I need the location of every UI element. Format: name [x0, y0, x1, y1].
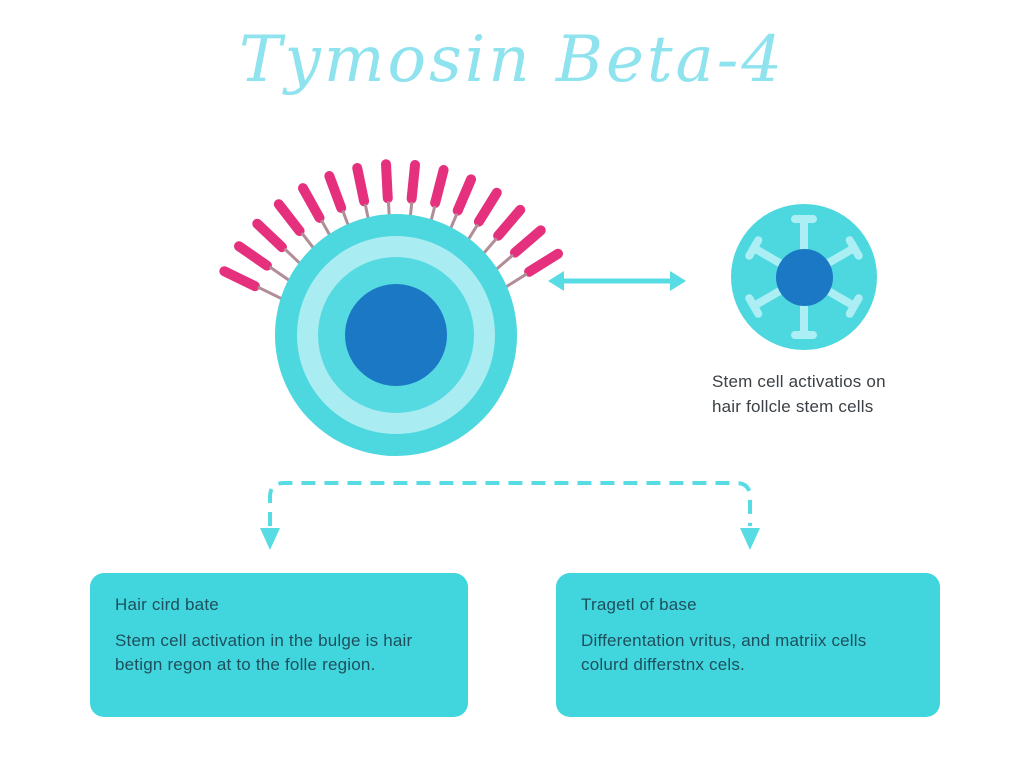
- pin-head: [217, 264, 262, 293]
- caption-line-1: Stem cell activatios on: [712, 372, 886, 391]
- info-box-title: Tragetl of base: [581, 595, 697, 614]
- large-stem-cell: [275, 214, 517, 456]
- spoke-stem: [800, 219, 808, 263]
- small-activated-cell: [731, 204, 877, 350]
- info-box-body: Stem cell activation in the bulge is hai…: [115, 631, 413, 674]
- info-box-title: Hair cird bate: [115, 595, 219, 614]
- pin-head: [351, 162, 371, 208]
- spoke-icon: [791, 215, 817, 277]
- down-arrow-icon-left: [260, 528, 280, 550]
- double-arrow-right-head: [670, 271, 686, 291]
- info-box-body: Differentation vritus, and matriix cells…: [581, 631, 867, 674]
- down-arrow-icon-right: [740, 528, 760, 550]
- pin-head: [522, 246, 565, 279]
- pin-head: [491, 202, 528, 243]
- info-box-hair-bulge: Hair cird bate Stem cell activation in t…: [90, 573, 468, 717]
- pin-head: [429, 163, 450, 210]
- pin-head: [322, 169, 348, 215]
- double-arrow-left-head: [548, 271, 564, 291]
- info-box-differentiation: Tragetl of base Differentation vritus, a…: [556, 573, 940, 717]
- pin-head: [507, 223, 548, 260]
- pin-head: [296, 181, 327, 225]
- pin-head: [406, 159, 421, 205]
- small-cell-nucleus: [775, 248, 833, 306]
- dashed-connector-path: [268, 481, 752, 526]
- small-cell-caption: Stem cell activatios on hair follcle ste…: [712, 369, 932, 419]
- pin-head: [471, 185, 504, 229]
- page-title: Tymosin Beta-4: [238, 23, 786, 97]
- caption-line-2: hair follcle stem cells: [712, 397, 874, 416]
- cell-nucleus: [345, 284, 447, 386]
- pin-head: [451, 172, 478, 218]
- pin-head: [380, 159, 394, 204]
